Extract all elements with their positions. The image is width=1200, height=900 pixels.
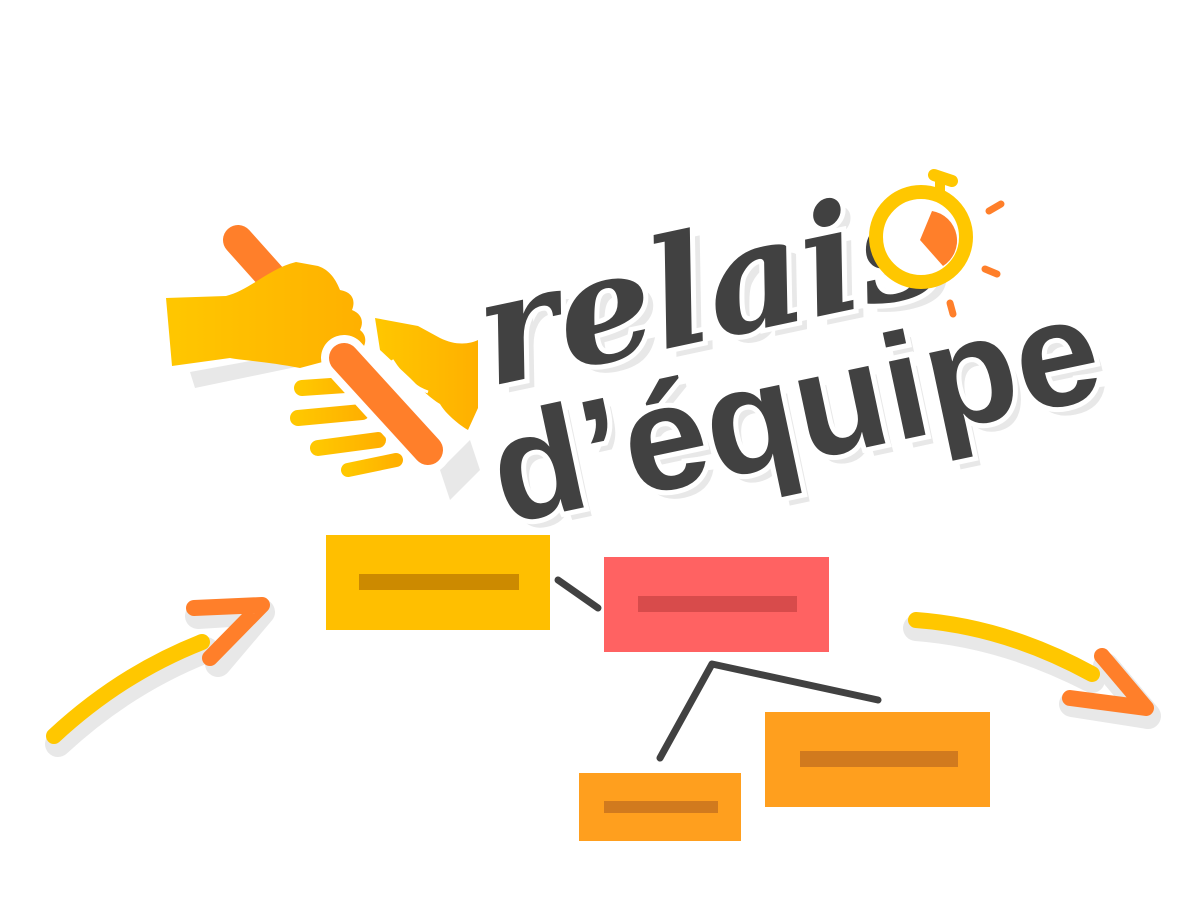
stopwatch-icon: [869, 169, 1005, 318]
logo-title: relais d’équipe relais d’équipe: [457, 146, 1122, 564]
diagram-node-2: [604, 557, 829, 652]
diagram-connectors: [554, 576, 882, 762]
diagram-node-1: [326, 535, 550, 630]
diagram-node-4: [579, 773, 741, 841]
curved-arrow-down-right-icon: [903, 612, 1161, 729]
diagram-node-3: [765, 712, 990, 807]
curved-arrow-up-right-icon: [45, 597, 275, 757]
hand-passing-baton-icon: [166, 225, 480, 500]
